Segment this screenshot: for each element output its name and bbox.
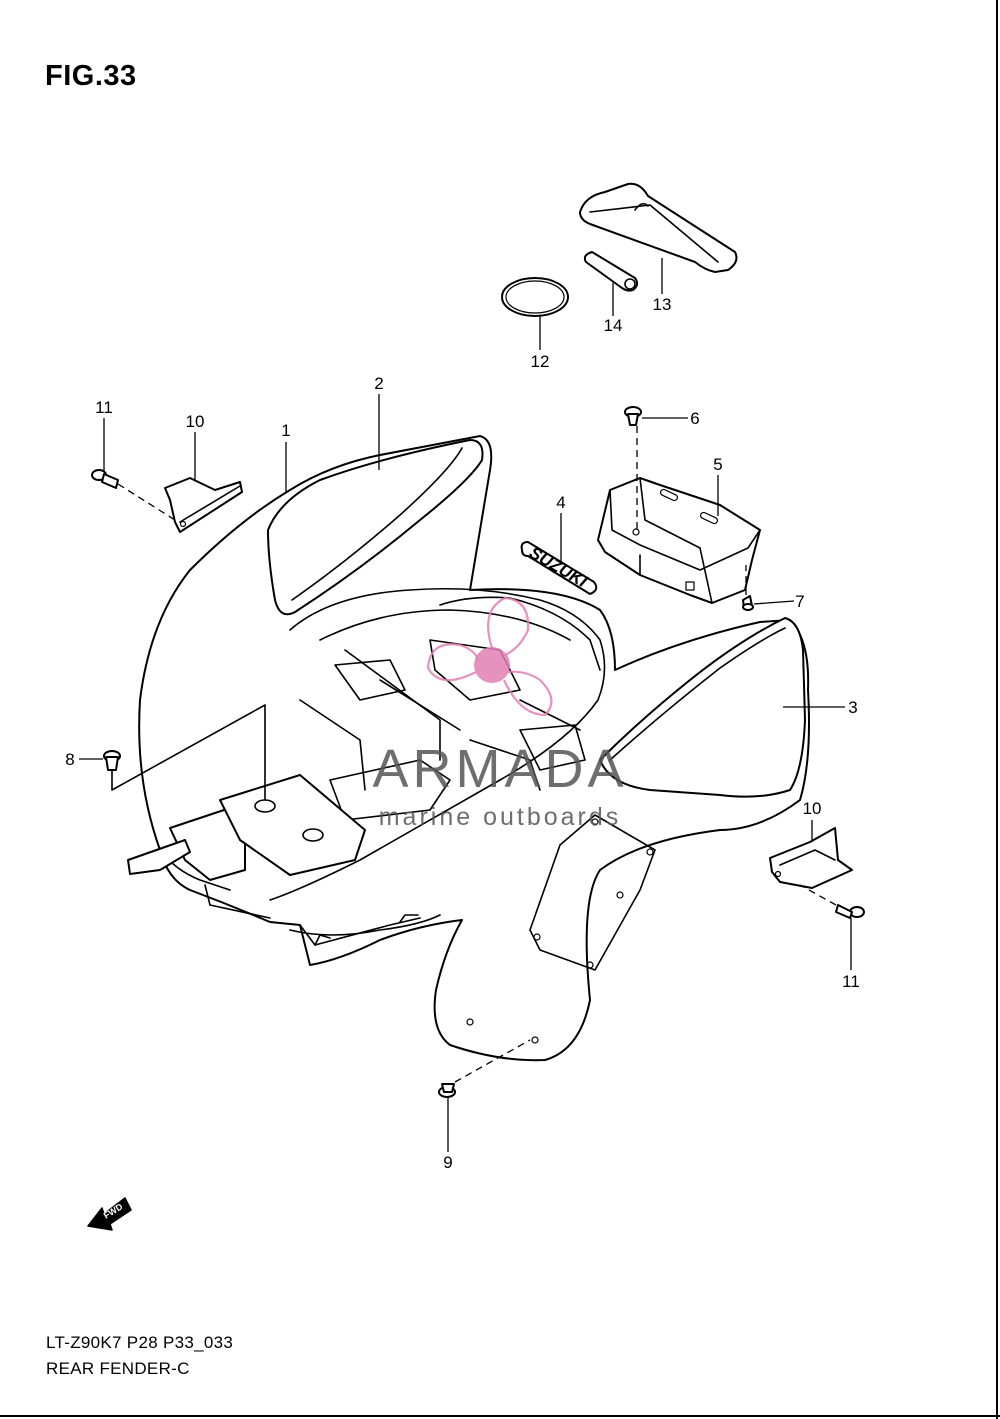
push-rivet-bottom [438,1083,456,1098]
callout-14: 14 [604,316,623,335]
screw-small [742,595,754,611]
assembly-line-bolt-fender [111,704,266,801]
tool-bag [579,182,738,273]
callout-9: 9 [443,1153,452,1172]
o-ring [501,277,569,317]
assembly-line-rivet-fender [454,1039,531,1083]
bolt-left [103,750,121,771]
bracket-right [769,827,853,889]
callout-1: 1 [281,421,290,440]
figure-code: LT-Z90K7 P28 P33_033 [46,1333,234,1352]
callout-11-upper: 11 [95,398,113,417]
callout-2: 2 [374,374,383,393]
bolt-lower-right [835,904,865,919]
frame-border-bottom [0,1415,1000,1417]
bracket-left [164,477,243,533]
callout-12: 12 [531,352,550,371]
storage-box [597,477,761,604]
propeller-logo-icon [426,596,553,717]
callout-13: 13 [653,295,672,314]
callout-10-left: 10 [186,412,205,431]
bolt-upper-left [91,469,119,489]
callout-8: 8 [65,750,74,769]
callout-4: 4 [556,493,565,512]
callout-6: 6 [690,409,699,428]
figure-name: REAR FENDER-C [46,1359,190,1378]
frame-border-right [996,0,998,1419]
callout-7: 7 [795,592,804,611]
fwd-arrow-icon: FWD [87,1197,132,1231]
callout-10-right: 10 [803,799,822,818]
push-rivet-top [624,406,642,426]
watermark-brand: ARMADA [372,739,627,799]
callout-5: 5 [713,455,722,474]
callout-3: 3 [848,698,857,717]
suzuki-emblem: SUZUKI [520,541,598,595]
armada-watermark: ARMADA marine outboards [372,596,627,831]
right-fender-decal [599,617,806,798]
assembly-line-bolt-bracket-right [799,884,837,906]
leader-lines [79,258,852,1152]
callout-11-lower: 11 [842,972,860,991]
emblem-text: SUZUKI [526,543,591,592]
figure-title: FIG.33 [45,60,137,92]
watermark-tagline: marine outboards [379,803,622,831]
left-fender-decal [267,439,484,616]
tool-rod [583,251,639,292]
